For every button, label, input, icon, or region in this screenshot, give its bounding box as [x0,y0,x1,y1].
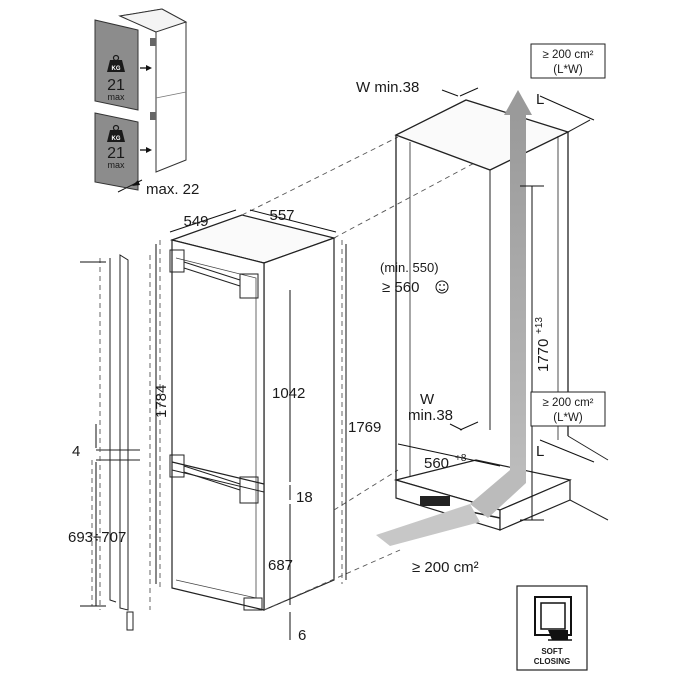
kg-icon-label: KG [112,66,121,72]
fridge-section-label: 1042 [272,385,305,402]
niche-height-label: 1770 [535,339,552,372]
top-vent-area-label: ≥ 200 cm² [542,49,593,61]
mid-vent-area-formula: (L*W) [553,412,583,424]
niche-width-tolerance: +8 [455,453,467,464]
top-vent-L-label: L [536,91,544,108]
weight-kg-icon: KG [107,124,125,142]
airflow-arrow-icon [376,90,532,546]
door-weight-illustration: KG 21 max KG 21 max max. 22 [94,8,199,198]
door-offset-dimension: max. 22 [146,181,199,198]
door-gap-label: 4 [72,443,80,460]
soft-closing-icon [534,596,572,641]
top-door-weight-value: 21 [107,77,125,94]
total-height-label: 1784 [153,385,170,418]
freezer-section-label: 687 [268,557,293,574]
niche-height-tolerance: +13 [534,317,545,334]
appliance-drawing [96,214,337,631]
dimension-labels: 549 557 1784 1769 1042 18 687 6 4 693÷70… [68,79,552,644]
depth-label: 549 [183,213,208,230]
bottom-vent-min-label: min.38 [408,407,453,424]
soft-closing-line2: CLOSING [534,657,570,666]
top-vent-width-label: W min.38 [356,79,419,96]
vent-area-mid: ≥ 200 cm² (L*W) [530,391,606,427]
bottom-vent-L-label: L [536,443,544,460]
niche-min-label: (min. 550) [380,260,439,275]
bottom-door-weight-unit: max [107,160,125,170]
niche-width-label: 560 [424,455,449,472]
bottom-vent-area-label: ≥ 200 cm² [412,559,479,576]
smiley-icon [435,280,449,294]
soft-closing-badge: SOFT CLOSING [516,585,588,671]
middle-gap-label: 18 [296,489,313,506]
bottom-door-weight-value: 21 [107,145,125,162]
top-vent-area-formula: (L*W) [553,64,583,76]
niche-recommended-label: ≥ 560 [382,279,419,296]
door-range-label: 693÷707 [68,529,126,546]
soft-closing-line1: SOFT [541,647,562,656]
top-door-weight-unit: max [107,92,125,102]
bottom-vent-w-label: W [420,391,435,408]
appliance-dimensions [80,209,347,640]
projection-lines [91,136,481,611]
mid-vent-area-label: ≥ 200 cm² [542,397,593,409]
weight-kg-icon: KG [107,54,125,72]
width-label: 557 [269,207,294,224]
kg-icon-label: KG [112,136,121,142]
appliance-height-label: 1769 [348,419,381,436]
niche-dimensions [397,87,595,521]
bottom-gap-label: 6 [298,627,306,644]
vent-area-top: ≥ 200 cm² (L*W) [530,43,606,79]
